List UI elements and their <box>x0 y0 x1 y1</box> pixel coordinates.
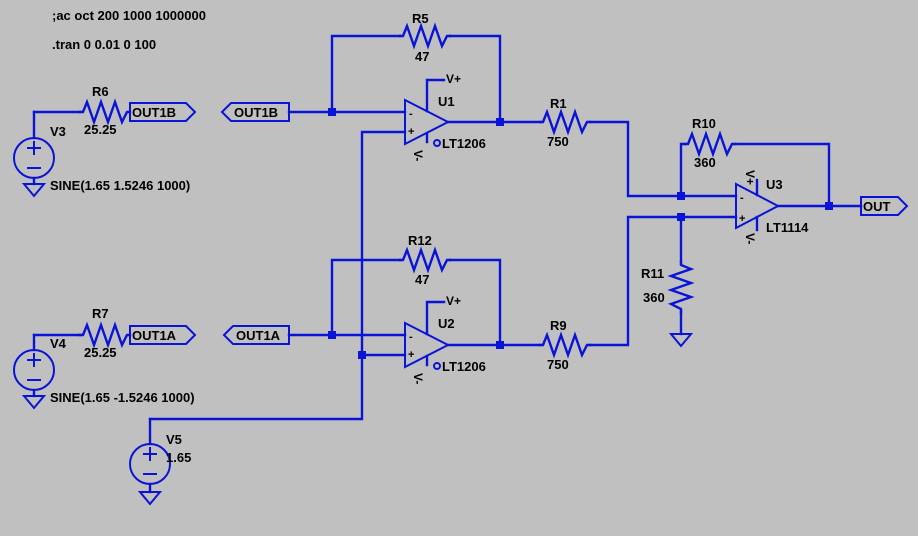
resistor-r10[interactable] <box>683 130 737 158</box>
net-flag-out[interactable] <box>860 196 909 216</box>
u2-model: LT1206 <box>442 359 486 374</box>
out1a-flag-label: OUT1A <box>132 328 177 343</box>
v3-source[interactable] <box>13 110 55 198</box>
r12-name: R12 <box>408 233 432 248</box>
u2-vplus: V+ <box>446 294 461 308</box>
r5-name: R5 <box>412 11 429 26</box>
r7-name: R7 <box>92 306 109 321</box>
net-flag-out1a-left[interactable] <box>129 325 197 345</box>
u3-vminus: V- <box>743 233 757 244</box>
ground-icon <box>21 395 47 410</box>
u3-vplus: V+ <box>743 170 757 185</box>
v3-value: SINE(1.65 1.5246 1000) <box>50 178 190 193</box>
r1-name: R1 <box>550 96 567 111</box>
r12-value: 47 <box>415 272 429 287</box>
u2-minus-sign: - <box>409 331 413 343</box>
u2-plus-sign: + <box>408 349 414 361</box>
r6-name: R6 <box>92 84 109 99</box>
resistor-r9[interactable] <box>538 331 592 359</box>
u1-plus-sign: + <box>408 126 414 138</box>
resistor-r11[interactable] <box>667 260 695 314</box>
v3-name: V3 <box>50 124 66 139</box>
r1-value: 750 <box>547 134 569 149</box>
u3-name: U3 <box>766 177 783 192</box>
resistor-r12[interactable] <box>398 246 452 274</box>
r6-value: 25.25 <box>84 122 117 137</box>
r9-value: 750 <box>547 357 569 372</box>
opamp-u1[interactable] <box>404 78 451 147</box>
r7-value: 25.25 <box>84 345 117 360</box>
r5-value: 47 <box>415 49 429 64</box>
resistor-r7[interactable] <box>78 321 132 349</box>
r11-value: 360 <box>643 290 665 305</box>
u1-model: LT1206 <box>442 136 486 151</box>
u1-minus-sign: - <box>409 108 413 120</box>
out1b-flag-label: OUT1B <box>132 105 176 120</box>
out1b-input-label: OUT1B <box>234 105 278 120</box>
out-flag-label: OUT <box>863 199 891 214</box>
u2-vminus: V- <box>411 373 425 384</box>
resistor-r6[interactable] <box>78 98 132 126</box>
net-flag-out1b-left[interactable] <box>129 102 197 122</box>
junction-dot <box>496 341 504 349</box>
r9-name: R9 <box>550 318 567 333</box>
v5-name: V5 <box>166 432 182 447</box>
v4-source[interactable] <box>13 333 55 410</box>
r11-name: R11 <box>641 266 664 281</box>
ground-icon <box>21 183 47 198</box>
ground-icon <box>668 333 694 348</box>
junction-dot <box>358 351 366 359</box>
u3-plus-sign: + <box>739 213 745 225</box>
r10-value: 360 <box>694 155 716 170</box>
out1a-input-label: OUT1A <box>236 328 281 343</box>
u1-name: U1 <box>438 94 455 109</box>
ac-directive[interactable]: ;ac oct 200 1000 1000000 <box>52 8 206 23</box>
r10-name: R10 <box>692 116 716 131</box>
v5-value: 1.65 <box>166 450 191 465</box>
v5-source[interactable] <box>129 417 171 506</box>
resistor-r5[interactable] <box>398 22 452 50</box>
junction-dot <box>825 202 833 210</box>
u3-minus-sign: - <box>740 192 744 204</box>
u3-model: LT1114 <box>766 220 809 235</box>
opamp-u3[interactable] <box>735 178 781 232</box>
u1-vplus: V+ <box>446 72 461 86</box>
u1-vminus: V- <box>411 150 425 161</box>
opamp-u2[interactable] <box>404 300 451 370</box>
u2-name: U2 <box>438 316 455 331</box>
tran-directive[interactable]: .tran 0 0.01 0 100 <box>52 37 156 52</box>
ground-icon <box>137 491 163 506</box>
v4-value: SINE(1.65 -1.5246 1000) <box>50 390 195 405</box>
junction-dot <box>496 118 504 126</box>
v4-name: V4 <box>50 336 67 351</box>
resistor-r1[interactable] <box>538 108 592 136</box>
